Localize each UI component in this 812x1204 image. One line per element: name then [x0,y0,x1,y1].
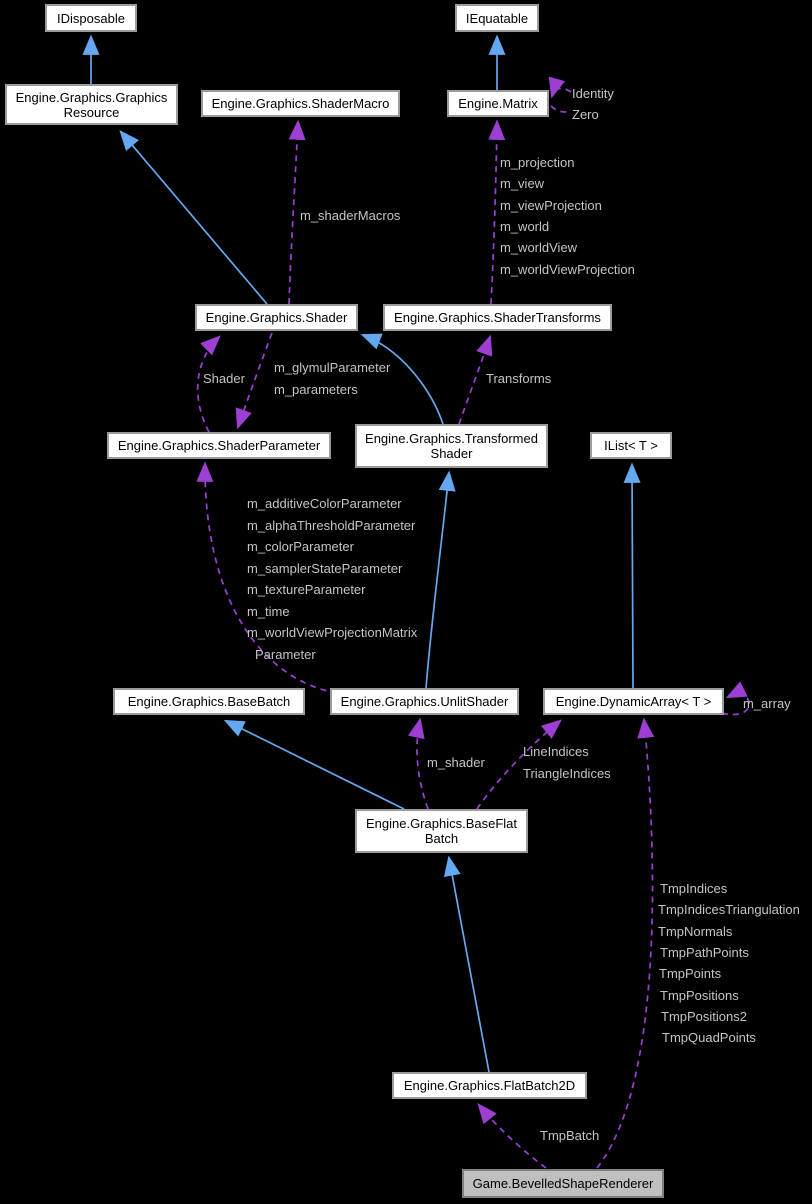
edge-label-m-projection: m_projection [500,155,575,170]
class-label: Engine.Graphics.ShaderMacro [211,96,390,111]
edge-dynamicarray-marray-loop [721,681,751,716]
edge-transformedshader-shadertransforms [458,334,493,425]
class-node-shader-parameter[interactable]: Engine.Graphics.ShaderParameter [107,432,331,459]
class-node-shader-macro[interactable]: Engine.Graphics.ShaderMacro [201,90,400,117]
edge-label-m-worldviewprojectionmatrix: m_worldViewProjectionMatrix [247,625,418,640]
edge-label-m-world: m_world [500,219,550,234]
class-label-line2: Resource [63,104,120,120]
edge-label-tmppositions: TmpPositions [660,988,739,1003]
edge-unlitshader-transformedshader [425,470,456,689]
edge-label-tmpquadpoints: TmpQuadPoints [662,1030,756,1045]
edge-label-m-view: m_view [500,176,545,191]
edge-label-m-shadermacros: m_shaderMacros [300,208,401,223]
class-label: IEquatable [465,10,529,26]
class-label: Engine.DynamicArray< T > [555,694,712,709]
class-label: Engine.Graphics.ShaderParameter [117,438,321,453]
class-label: Engine.Graphics.Transformed [365,431,538,446]
class-node-dynamic-array[interactable]: Engine.DynamicArray< T > [543,688,724,715]
class-node-shader-transforms[interactable]: Engine.Graphics.ShaderTransforms [383,304,612,331]
edge-label-m-parameters: m_parameters [274,382,358,397]
edge-flatbatch2d-baseflatbatch [443,855,490,1073]
class-node-flat-batch-2d[interactable]: Engine.Graphics.FlatBatch2D [392,1072,587,1099]
edge-label-tmppositions2: TmpPositions2 [661,1009,747,1024]
edge-baseflatbatch-dynamicarray [476,719,562,810]
edge-bevelledshaperenderer-flatbatch2d [477,1103,547,1169]
edge-shader-graphicsresource [119,130,268,305]
class-label: IList< T > [604,438,658,453]
edge-baseflatbatch-basebatch [223,719,405,810]
edge-label-m-alphathresholdparameter: m_alphaThresholdParameter [247,518,416,533]
edge-label-zero: Zero [572,107,599,122]
edge-label-parameter: Parameter [255,647,316,662]
class-node-idisposable[interactable]: IDisposable [45,4,137,32]
edge-label-m-time: m_time [247,604,290,619]
edge-matrix-identity-loop [548,76,572,99]
edge-bevelledshaperenderer-dynamicarray [596,717,655,1169]
edge-label-m-viewprojection: m_viewProjection [500,198,602,213]
class-label: Engine.Matrix [458,96,538,111]
edge-label-tmpnormals: TmpNormals [658,924,733,939]
class-node-iequatable[interactable]: IEquatable [455,4,539,32]
class-label-line2: Shader [430,446,473,461]
class-label-line2: Batch [424,831,459,846]
edge-label-triangleindices: TriangleIndices [523,766,611,781]
edge-label-tmpindices: TmpIndices [660,881,728,896]
edge-label-m-worldviewprojection: m_worldViewProjection [500,262,635,277]
class-label: Engine.Graphics.BaseBatch [127,694,291,709]
class-label: Engine.Graphics.BaseFlat [365,816,518,831]
class-node-ilist[interactable]: IList< T > [590,432,672,459]
edge-label-tmpindicestriangulation: TmpIndicesTriangulation [658,902,800,917]
edge-label-m-glymulparameter: m_glymulParameter [274,360,391,375]
edge-label-m-samplerstateparameter: m_samplerStateParameter [247,561,403,576]
class-label: Engine.Graphics.FlatBatch2D [403,1078,576,1093]
class-node-bevelled-shape-renderer: Game.BevelledShapeRenderer [462,1169,664,1198]
edge-label-m-additivecolorparameter: m_additiveColorParameter [247,496,402,511]
edge-label-tmpbatch: TmpBatch [540,1128,600,1143]
edge-label-m-worldview: m_worldView [500,240,578,255]
edge-baseflatbatch-unlitshader [407,717,429,810]
edge-label-tmppoints: TmpPoints [659,966,722,981]
class-node-shader[interactable]: Engine.Graphics.Shader [195,304,358,331]
usage-edges [196,76,751,1169]
edge-label-m-shader: m_shader [427,755,485,770]
edge-shader-shaderparameter [235,332,273,430]
edge-label-transforms: Transforms [486,371,552,386]
class-label: Engine.Graphics.Shader [205,310,348,325]
edge-matrix-zero-loop [550,105,571,113]
class-label: IDisposable [57,10,125,26]
edge-shaderparameter-shader [196,335,221,433]
class-label: Engine.Graphics.ShaderTransforms [394,310,601,325]
class-node-base-batch[interactable]: Engine.Graphics.BaseBatch [113,688,305,715]
edge-label-m-array: m_array [743,696,791,711]
inheritance-edges [82,34,641,1073]
edge-label-identity: Identity [572,86,614,101]
class-label: Game.BevelledShapeRenderer [472,1176,654,1191]
edge-transformedshader-shader [360,333,444,425]
edge-label-lineindices: LineIndices [523,744,589,759]
edge-label-tmppathpoints: TmpPathPoints [660,945,749,960]
edge-label-m-colorparameter: m_colorParameter [247,539,354,554]
class-label: Engine.Graphics.Graphics [15,89,168,105]
edge-label-shader: Shader [203,371,245,386]
edge-shader-shadermacro [288,119,306,305]
edge-dynamicarray-ilist [623,462,641,689]
class-label: Engine.Graphics.UnlitShader [340,694,509,709]
class-node-matrix[interactable]: Engine.Matrix [447,90,549,117]
class-node-unlit-shader[interactable]: Engine.Graphics.UnlitShader [330,688,519,715]
edge-label-m-textureparameter: m_textureParameter [247,582,366,597]
edge-shadertransforms-matrix [488,119,506,305]
